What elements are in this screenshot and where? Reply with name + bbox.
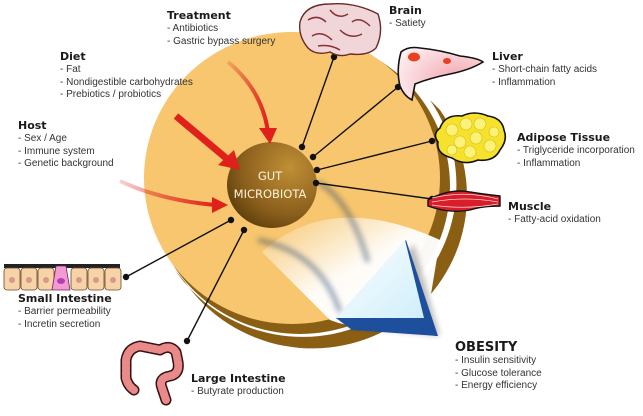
small-intestine-item: - Barrier permeability bbox=[18, 306, 111, 317]
dot bbox=[309, 153, 317, 161]
large-intestine-icon bbox=[120, 340, 184, 406]
center-label-line2: MICROBIOTA bbox=[233, 187, 307, 201]
diet-title: Diet bbox=[60, 50, 86, 63]
connector-liver bbox=[312, 86, 399, 158]
diet-arrow bbox=[173, 113, 229, 161]
liver-label: Liver - Short-chain fatty acids - Inflam… bbox=[492, 50, 597, 89]
connector-large-intestine bbox=[186, 229, 245, 342]
cutout-edge-shadow-2 bbox=[316, 180, 370, 263]
obesity-item: - Energy efficiency bbox=[455, 380, 538, 391]
dot bbox=[330, 53, 338, 61]
connector-brain bbox=[301, 56, 335, 148]
host-arrowhead bbox=[212, 197, 228, 213]
dot bbox=[122, 273, 130, 281]
host-item: - Sex / Age bbox=[18, 133, 67, 144]
connector-dots bbox=[122, 53, 436, 345]
connectors bbox=[125, 56, 433, 342]
liver-item: - Short-chain fatty acids bbox=[492, 64, 598, 75]
brain-icon bbox=[298, 3, 382, 57]
muscle-title: Muscle bbox=[508, 200, 552, 213]
host-item: - Immune system bbox=[18, 145, 95, 157]
center-label-line1: GUT bbox=[257, 169, 283, 183]
treatment-arrowhead bbox=[259, 128, 277, 144]
obesity-item: - Insulin sensitivity bbox=[455, 355, 537, 366]
diet-item: - Nondigestible carbohydrates bbox=[60, 76, 193, 88]
host-title: Host bbox=[18, 119, 47, 132]
treatment-title: Treatment bbox=[167, 9, 231, 22]
brain-item: - Satiety bbox=[389, 18, 426, 29]
brain-title: Brain bbox=[389, 4, 422, 17]
liver-icon bbox=[397, 46, 485, 102]
muscle-icon bbox=[427, 190, 501, 213]
treatment-item: - Gastric bypass surgery bbox=[167, 35, 276, 47]
dot bbox=[227, 216, 235, 224]
obesity-title: OBESITY bbox=[455, 340, 518, 355]
diet-label: Diet - Fat - Nondigestible carbohydrates… bbox=[60, 50, 193, 102]
adipose-tissue-item: - Triglyceride incorporation bbox=[517, 145, 635, 156]
dot bbox=[312, 179, 320, 187]
host-arrow bbox=[119, 179, 216, 207]
diet-item: - Fat bbox=[60, 64, 81, 75]
large-intestine-label: Large Intestine - Butyrate production bbox=[191, 372, 286, 399]
treatment-label: Treatment - Antibiotics - Gastric bypass… bbox=[167, 9, 275, 48]
small-intestine-item: - Incretin secretion bbox=[18, 318, 101, 330]
diet-item: - Prebiotics / probiotics bbox=[60, 89, 162, 100]
host-item: - Genetic background bbox=[18, 158, 114, 169]
small-intestine-label: Small Intestine - Barrier permeability -… bbox=[18, 292, 112, 331]
dot bbox=[428, 137, 436, 145]
treatment-arrow bbox=[226, 60, 270, 133]
small-intestine-title: Small Intestine bbox=[18, 292, 112, 305]
dot bbox=[240, 226, 248, 234]
obesity-arrow bbox=[336, 240, 440, 336]
input-arrows bbox=[119, 60, 277, 213]
large-intestine-item: - Butyrate production bbox=[191, 386, 284, 397]
large-intestine-title: Large Intestine bbox=[191, 372, 286, 385]
liver-title: Liver bbox=[492, 50, 523, 63]
connector-muscle bbox=[315, 182, 433, 200]
treatment-item: - Antibiotics bbox=[167, 23, 219, 34]
dot bbox=[313, 166, 321, 174]
small-intestine-icon bbox=[3, 264, 122, 291]
dot bbox=[298, 143, 306, 151]
gut-microbiota-label: GUT MICROBIOTA bbox=[215, 167, 325, 203]
adipose-tissue-title: Adipose Tissue bbox=[517, 131, 611, 144]
obesity-arrow-bottom bbox=[336, 318, 438, 336]
muscle-item: - Fatty-acid oxidation bbox=[508, 214, 601, 225]
connector-adipose bbox=[316, 140, 433, 171]
obesity-item: - Glucose tolerance bbox=[455, 367, 542, 379]
liver-item: - Inflammation bbox=[492, 76, 556, 88]
gut-microbiota-node bbox=[227, 142, 317, 228]
adipose-tissue-item: - Inflammation bbox=[517, 157, 581, 169]
obesity-label: OBESITY - Insulin sensitivity - Glucose … bbox=[455, 341, 542, 393]
adipose-tissue-label: Adipose Tissue - Triglyceride incorporat… bbox=[517, 131, 635, 170]
connector-small-intestine bbox=[125, 219, 232, 278]
muscle-label: Muscle - Fatty-acid oxidation bbox=[508, 200, 601, 227]
obesity-arrow-face bbox=[336, 240, 424, 318]
cutout-edge-shadow-1 bbox=[257, 238, 342, 313]
diet-arrowhead bbox=[218, 150, 240, 170]
brain-label: Brain - Satiety bbox=[389, 4, 426, 31]
dot bbox=[183, 337, 191, 345]
host-label: Host - Sex / Age - Immune system - Genet… bbox=[18, 119, 114, 171]
adipose-tissue-icon bbox=[434, 112, 507, 164]
